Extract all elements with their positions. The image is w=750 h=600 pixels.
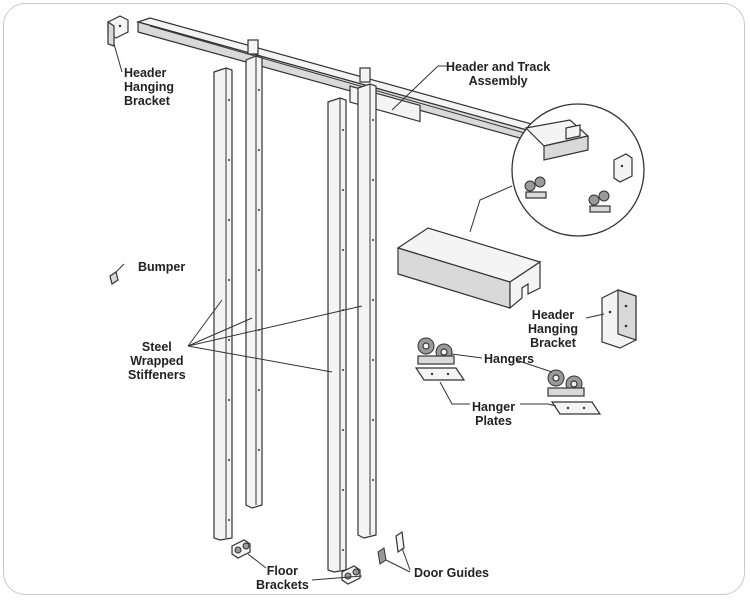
bumper: [109, 263, 125, 285]
leaders-stiffeners: [187, 299, 363, 373]
leader-detail-track: [469, 185, 513, 233]
door-guides: [377, 530, 411, 573]
header-posts: [247, 39, 371, 83]
leader-header-bracket-top: [113, 43, 123, 73]
header-hanging-bracket-top: [107, 15, 129, 47]
label-door-guides: Door Guides: [414, 566, 490, 580]
detail-hanger-2: [588, 190, 611, 213]
label-hangers: Hangers: [484, 352, 535, 366]
label-bumper: Bumper: [138, 260, 186, 274]
label-header-hanging-bracket-top: Header Hanging Bracket: [124, 66, 174, 108]
enlarged-track-section: [396, 227, 542, 310]
left-stiffeners: [213, 55, 263, 541]
floor-bracket-right: [341, 565, 361, 585]
label-hanger-plates: Hanger Plates: [472, 400, 516, 428]
floor-bracket-left: [231, 539, 251, 559]
label-steel-wrapped-stiffeners: Steel Wrapped Stiffeners: [128, 340, 186, 382]
leaders-hangers: [439, 353, 557, 407]
leader-header-track: [391, 65, 448, 111]
right-stiffeners: [327, 83, 377, 573]
detail-magnifier-circle: [511, 103, 645, 237]
detail-hanger-1: [524, 176, 547, 199]
label-floor-brackets: Floor Brackets: [256, 564, 309, 592]
leaders-floor-brackets: [247, 553, 363, 581]
rounded-border: [3, 3, 745, 595]
hanger-plate-left: [414, 367, 466, 381]
leader-header-bracket-right: [585, 313, 605, 319]
header-hanging-bracket-right: [601, 289, 637, 349]
label-header-hanging-bracket-right: Header Hanging Bracket: [528, 308, 578, 350]
hanger-right: [547, 369, 585, 397]
label-header-track-assembly: Header and Track Assembly: [446, 60, 551, 88]
hanger-plate-right: [550, 401, 602, 415]
hanger-left: [417, 337, 455, 365]
